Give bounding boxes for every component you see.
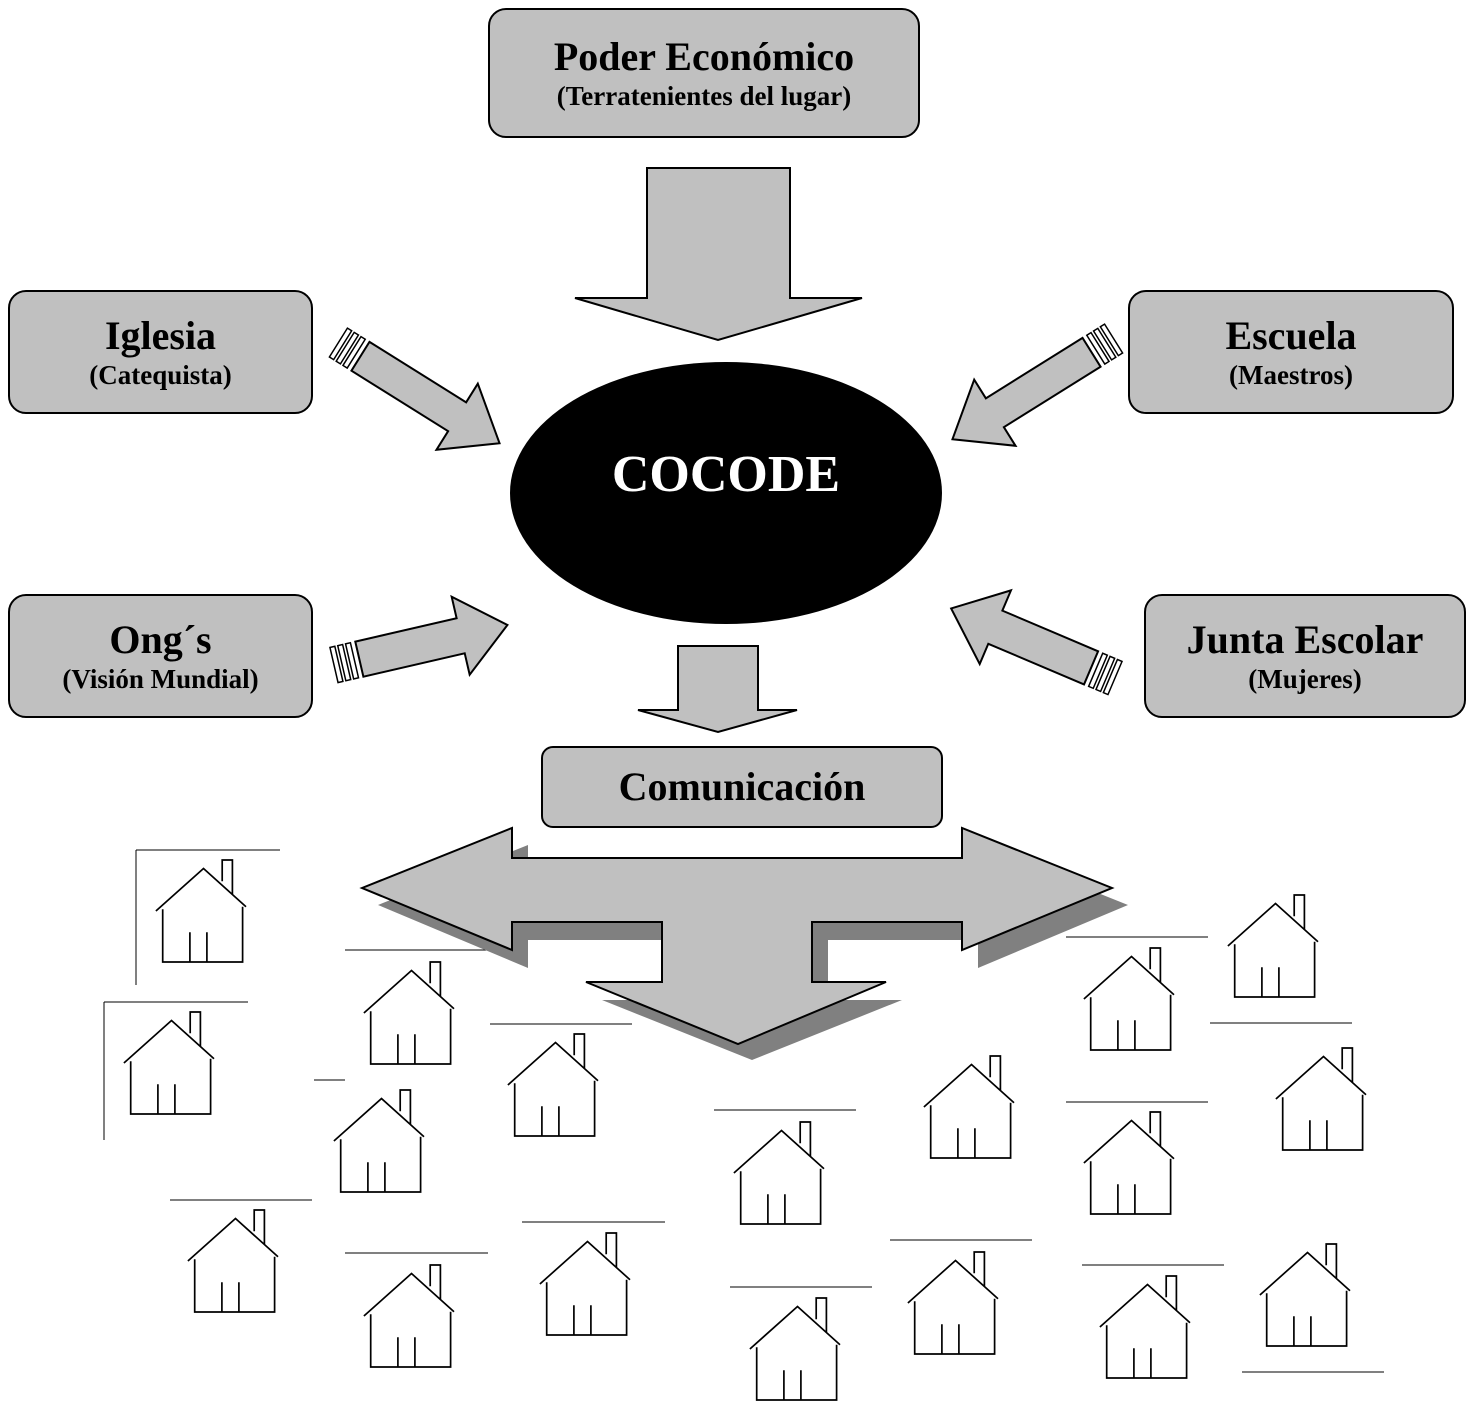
house-icon: [155, 859, 247, 963]
escuela-box: Escuela (Maestros): [1128, 290, 1454, 414]
poder-subtitle: (Terratenientes del lugar): [556, 81, 852, 111]
junta-title: Junta Escolar: [1186, 617, 1424, 662]
comunicacion-label: Comunicación: [618, 764, 866, 809]
arrow-icon: [637, 645, 798, 734]
house-icon: [1259, 1243, 1351, 1347]
junta-escolar-box: Junta Escolar (Mujeres): [1144, 594, 1466, 718]
house-icon: [1083, 947, 1175, 1051]
house-icon: [1275, 1047, 1367, 1151]
iglesia-box: Iglesia (Catequista): [8, 290, 313, 414]
house-icon: [123, 1011, 215, 1115]
arrow-icon: [574, 167, 863, 342]
house-icon: [363, 1264, 455, 1368]
house-icon: [923, 1055, 1015, 1159]
house-icon: [507, 1033, 599, 1137]
arrow-icon: [359, 826, 1115, 1046]
house-icon: [907, 1251, 999, 1355]
ongs-title: Ong´s: [109, 617, 212, 662]
arrow-icon: [951, 323, 1124, 448]
arrow-icon: [328, 327, 501, 452]
house-icon: [187, 1209, 279, 1313]
cocode-label: COCODE: [611, 446, 841, 503]
cocode-ellipse: [510, 362, 942, 624]
arrow-icon: [329, 594, 509, 684]
house-icon: [1083, 1111, 1175, 1215]
ongs-box: Ong´s (Visión Mundial): [8, 594, 313, 718]
house-icon: [333, 1089, 425, 1193]
house-icon: [1099, 1275, 1191, 1379]
escuela-title: Escuela: [1225, 313, 1357, 358]
houses-group: [103, 849, 1384, 1401]
iglesia-subtitle: (Catequista): [89, 360, 232, 390]
house-icon: [749, 1297, 841, 1401]
escuela-subtitle: (Maestros): [1229, 360, 1353, 390]
house-icon: [539, 1232, 631, 1336]
poder-economico-box: Poder Económico (Terratenientes del luga…: [488, 8, 920, 138]
house-icon: [363, 961, 455, 1065]
ongs-subtitle: (Visión Mundial): [62, 664, 259, 694]
poder-title: Poder Económico: [553, 34, 855, 79]
iglesia-title: Iglesia: [104, 313, 217, 358]
comunicacion-box: Comunicación: [541, 746, 943, 828]
arrow-icon: [949, 588, 1124, 696]
house-icon: [733, 1121, 825, 1225]
house-icon: [1227, 894, 1319, 998]
junta-subtitle: (Mujeres): [1248, 664, 1362, 694]
